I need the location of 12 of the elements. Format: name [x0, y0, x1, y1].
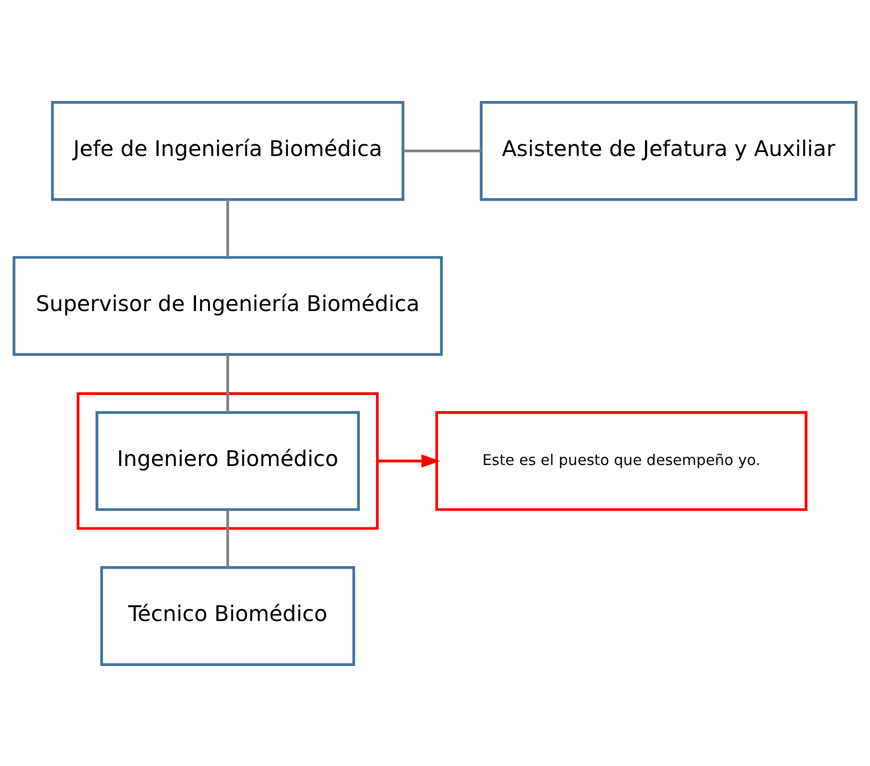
connector — [226, 199, 230, 257]
node-box: Supervisor de Ingeniería Biomédica — [12, 256, 443, 356]
node-box: Jefe de Ingeniería Biomédica — [51, 100, 404, 200]
connector — [403, 149, 482, 152]
node-box: Técnico Biomédico — [100, 566, 356, 666]
node-box: Este es el puesto que desempeño yo. — [435, 410, 808, 510]
cluster — [76, 392, 379, 530]
connector — [226, 509, 230, 567]
node-box: Asistente de Jefatura y Auxiliar — [480, 100, 858, 200]
connector — [226, 354, 230, 412]
node-box: Ingeniero Biomédico — [96, 410, 360, 510]
arrow — [377, 454, 440, 468]
